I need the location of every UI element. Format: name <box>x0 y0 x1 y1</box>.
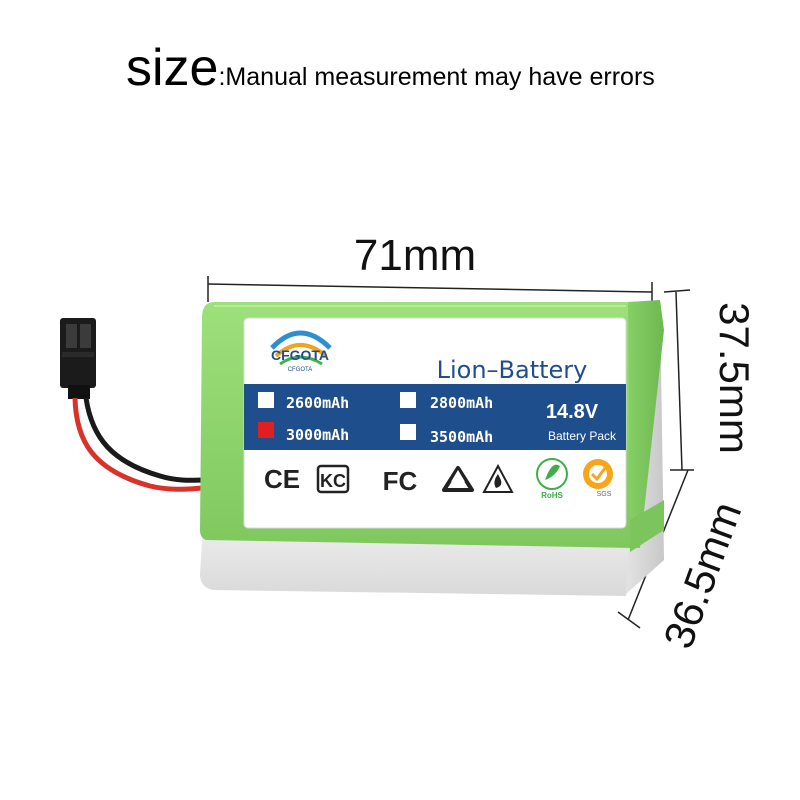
red-wire <box>72 397 206 492</box>
capacity-band <box>244 384 626 450</box>
battery-pack-label: Battery Pack <box>548 429 617 443</box>
flammable-warning-icon <box>482 463 514 493</box>
rohs-mark: RoHS <box>536 458 568 500</box>
recycle-icon <box>442 466 474 492</box>
capacity-3500: 3500mAh <box>430 428 493 446</box>
capacity-checkbox-3500 <box>400 424 416 440</box>
height-dimension-line <box>663 289 694 471</box>
svg-text:KC: KC <box>320 471 346 491</box>
black-wire <box>83 397 206 483</box>
height-label: 37.5mm <box>711 302 758 454</box>
capacity-2800: 2800mAh <box>430 394 493 412</box>
length-label: 71mm <box>354 231 476 280</box>
size-word: size <box>126 39 219 97</box>
battery-label: CFGOTA CFGOTA Lion–Battery 2600mAh 2800m… <box>243 317 627 529</box>
label-title: Lion–Battery <box>437 356 588 384</box>
fcc-mark: FC <box>383 466 418 496</box>
capacity-checkbox-3000 <box>258 422 274 438</box>
capacity-3000: 3000mAh <box>286 426 349 444</box>
svg-text:RoHS: RoHS <box>541 491 563 500</box>
capacity-checkbox-2600 <box>258 392 274 408</box>
sgs-mark: SGS <box>583 459 613 498</box>
capacity-2600: 2600mAh <box>286 394 349 412</box>
kc-mark: KC <box>316 464 350 494</box>
cfgota-logo <box>270 330 332 366</box>
size-caption: size:Manual measurement may have errors <box>126 38 655 107</box>
size-note: :Manual measurement may have errors <box>218 63 655 91</box>
brand-name: CFGOTA <box>271 347 329 363</box>
brand-subtext: CFGOTA <box>288 367 313 373</box>
voltage-label: 14.8V <box>546 401 599 423</box>
ce-mark: CE <box>264 464 300 494</box>
capacity-checkbox-2800 <box>400 392 416 408</box>
connector-plug <box>60 318 96 399</box>
svg-text:SGS: SGS <box>597 491 612 498</box>
